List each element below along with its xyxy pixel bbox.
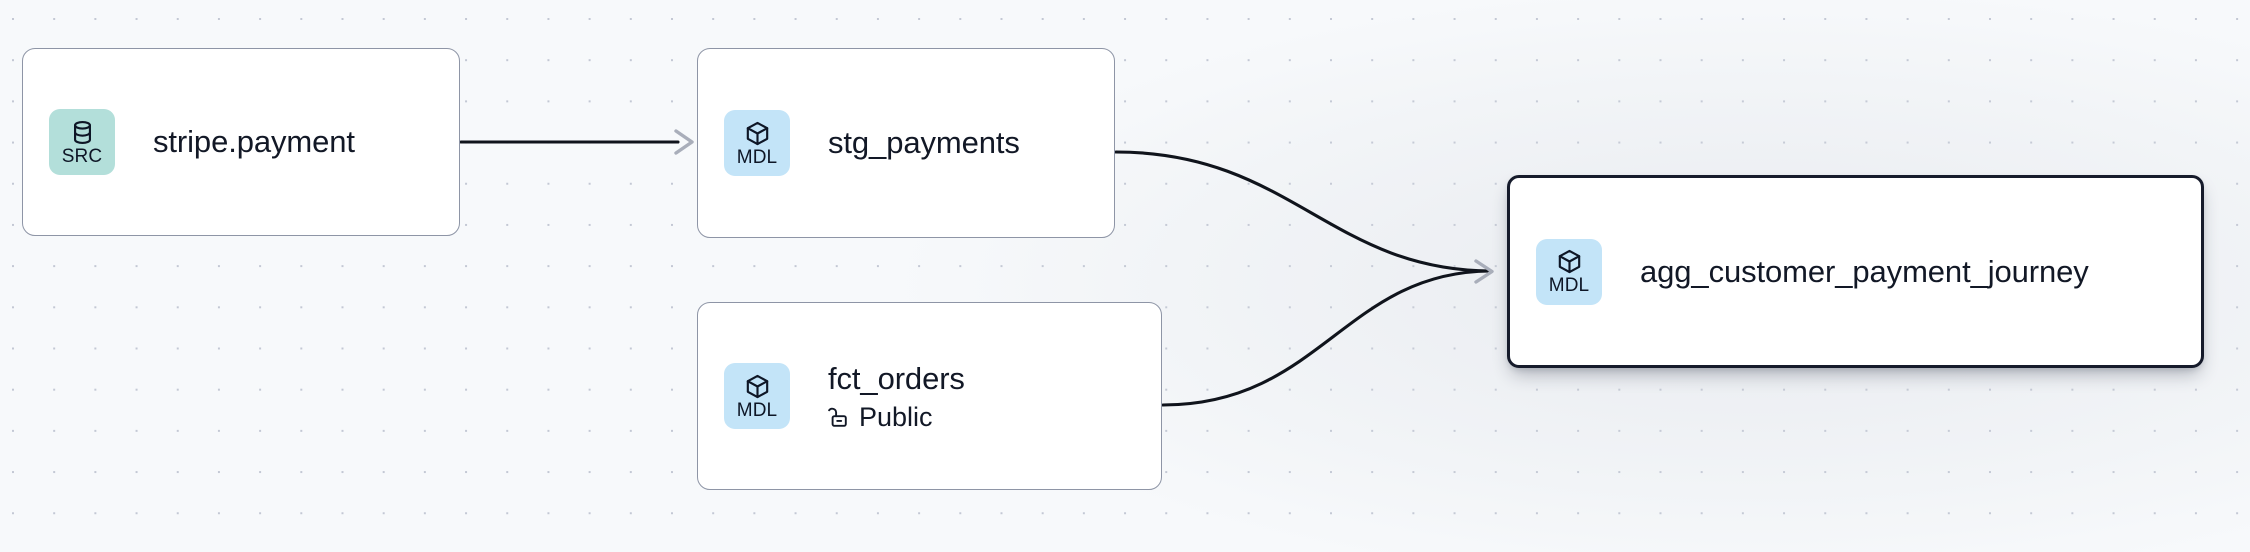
edge-stg-to-agg	[1114, 150, 1492, 273]
cube-icon	[746, 374, 768, 398]
node-body: agg_customer_payment_journey	[1640, 254, 2089, 290]
node-title: stripe.payment	[153, 124, 355, 159]
node-body: stripe.payment	[153, 124, 355, 160]
type-badge-mdl: MDL	[724, 110, 790, 176]
edge-fct-to-agg	[1161, 259, 1494, 407]
node-title: fct_orders	[828, 360, 965, 396]
type-badge-label: MDL	[1548, 275, 1590, 296]
node-fct-orders[interactable]: MDL fct_orders Public	[697, 302, 1162, 490]
node-body: fct_orders Public	[828, 361, 965, 432]
node-body: stg_payments	[828, 125, 1020, 161]
unlock-icon	[828, 407, 847, 427]
type-badge-src: SRC	[49, 109, 115, 175]
visibility-label: Public	[859, 401, 933, 432]
node-stripe-payment[interactable]: SRC stripe.payment	[22, 48, 460, 236]
node-stg-payments[interactable]: MDL stg_payments	[697, 48, 1115, 238]
type-badge-label: SRC	[61, 145, 103, 167]
database-icon	[73, 120, 91, 144]
type-badge-mdl: MDL	[724, 363, 790, 429]
node-title: agg_customer_payment_journey	[1640, 253, 2089, 289]
edge-stripe-to-stg	[459, 129, 694, 155]
type-badge-mdl: MDL	[1536, 238, 1602, 305]
cube-icon	[1558, 249, 1580, 274]
visibility-row: Public	[828, 402, 965, 432]
node-agg-customer-payment-journey[interactable]: MDL agg_customer_payment_journey	[1507, 175, 2204, 368]
node-title: stg_payments	[828, 125, 1020, 160]
type-badge-label: MDL	[736, 399, 778, 421]
type-badge-label: MDL	[736, 146, 778, 168]
cube-icon	[746, 121, 768, 145]
